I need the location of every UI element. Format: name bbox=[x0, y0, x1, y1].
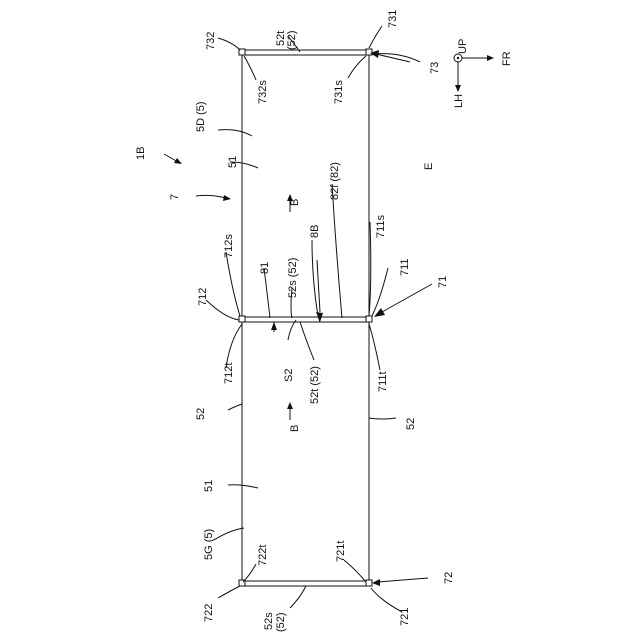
label-73: 73 bbox=[429, 62, 441, 74]
orientation-indicator bbox=[454, 54, 494, 92]
label-5g: 5G (5) bbox=[203, 529, 215, 560]
label-722t: 722t bbox=[257, 545, 269, 566]
label-e: E bbox=[423, 163, 435, 170]
label-712s: 712s bbox=[223, 234, 235, 258]
label-1b: 1B bbox=[135, 147, 147, 160]
label-721: 721 bbox=[399, 608, 411, 626]
label-52s52-mid: 52s (52) bbox=[287, 258, 299, 298]
fr-arrow-icon bbox=[487, 55, 494, 61]
label-711: 711 bbox=[399, 258, 411, 276]
node-721 bbox=[366, 580, 372, 586]
label-711s: 711s bbox=[375, 214, 387, 238]
label-b-top: B bbox=[289, 199, 301, 206]
arrow-7 bbox=[223, 195, 231, 201]
arrow-s2 bbox=[271, 322, 277, 330]
label-52t52-mid: 52t (52) bbox=[309, 366, 321, 404]
label-7: 7 bbox=[169, 194, 181, 200]
label-lh: LH bbox=[453, 94, 465, 108]
label-8b: 8B bbox=[309, 225, 321, 238]
arrow-71 bbox=[374, 308, 385, 317]
bottom-joint-bar bbox=[239, 580, 372, 586]
node-712 bbox=[239, 316, 245, 322]
label-731s: 731s bbox=[333, 80, 345, 104]
label-731: 731 bbox=[387, 10, 399, 28]
label-51-top: 51 bbox=[227, 156, 239, 168]
middle-joint-bar bbox=[239, 316, 372, 322]
label-52-top: (52) bbox=[286, 30, 298, 50]
label-712t: 712t bbox=[223, 363, 235, 384]
section-arrow-bottom bbox=[287, 402, 293, 409]
label-fr: FR bbox=[501, 51, 513, 66]
node-731 bbox=[366, 49, 372, 55]
label-51-bot: 51 bbox=[203, 480, 215, 492]
label-732s: 732s bbox=[257, 80, 269, 104]
label-s2: S2 bbox=[283, 369, 295, 382]
label-52-bot: (52) bbox=[275, 612, 287, 632]
label-712: 712 bbox=[197, 288, 209, 306]
label-72: 72 bbox=[443, 572, 455, 584]
label-711t: 711t bbox=[377, 371, 389, 392]
label-up: UP bbox=[457, 39, 469, 54]
node-711 bbox=[366, 316, 372, 322]
label-81: 81 bbox=[259, 262, 271, 274]
label-5d: 5D (5) bbox=[195, 101, 207, 132]
label-721t: 721t bbox=[335, 541, 347, 562]
label-52-left: 52 bbox=[195, 408, 207, 420]
arrow-1b bbox=[174, 158, 182, 164]
top-joint-bar bbox=[239, 49, 372, 55]
label-52s-bot: 52s bbox=[263, 612, 275, 630]
label-82f: 82f (82) bbox=[329, 162, 341, 200]
label-52-right: 52 bbox=[405, 418, 417, 430]
label-b-bot: B bbox=[289, 425, 301, 432]
arrow-72 bbox=[372, 579, 380, 586]
label-722: 722 bbox=[203, 604, 215, 622]
lh-arrow-icon bbox=[455, 85, 461, 92]
label-732: 732 bbox=[205, 32, 217, 50]
label-71: 71 bbox=[437, 276, 449, 288]
